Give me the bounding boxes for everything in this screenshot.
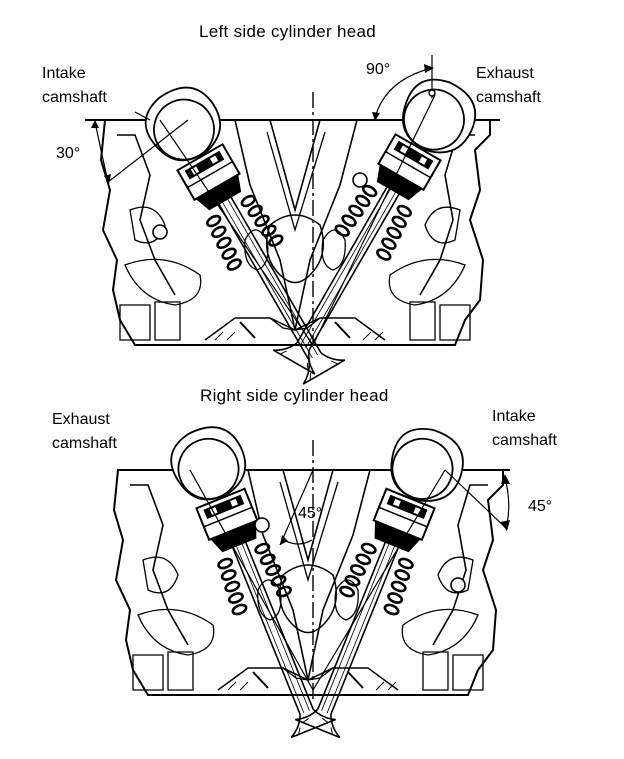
top-right-label-line2: camshaft [476, 89, 541, 106]
bottom-cylinder-head [113, 415, 510, 745]
bottom-title: Right side cylinder head [200, 386, 389, 405]
bottom-angle-center: 45° [298, 505, 323, 522]
top-left-label-line2: camshaft [42, 89, 107, 106]
bottom-right-label-line1: Intake [492, 408, 536, 425]
top-right-label-line1: Exhaust [476, 65, 534, 82]
top-cylinder-head [85, 55, 500, 391]
top-title: Left side cylinder head [199, 22, 377, 41]
top-angle-left: 30° [56, 145, 81, 162]
top-intake-valve [133, 74, 359, 391]
bottom-left-label-line2: camshaft [52, 435, 117, 452]
top-angle-center: 90° [366, 61, 391, 78]
bottom-angle-right: 45° [528, 498, 553, 515]
bottom-left-label-line1: Exhaust [52, 411, 110, 428]
bottom-right-label-line2: camshaft [492, 432, 557, 449]
bottom-exhaust-valve [161, 415, 351, 743]
top-left-label-line1: Intake [42, 65, 86, 82]
